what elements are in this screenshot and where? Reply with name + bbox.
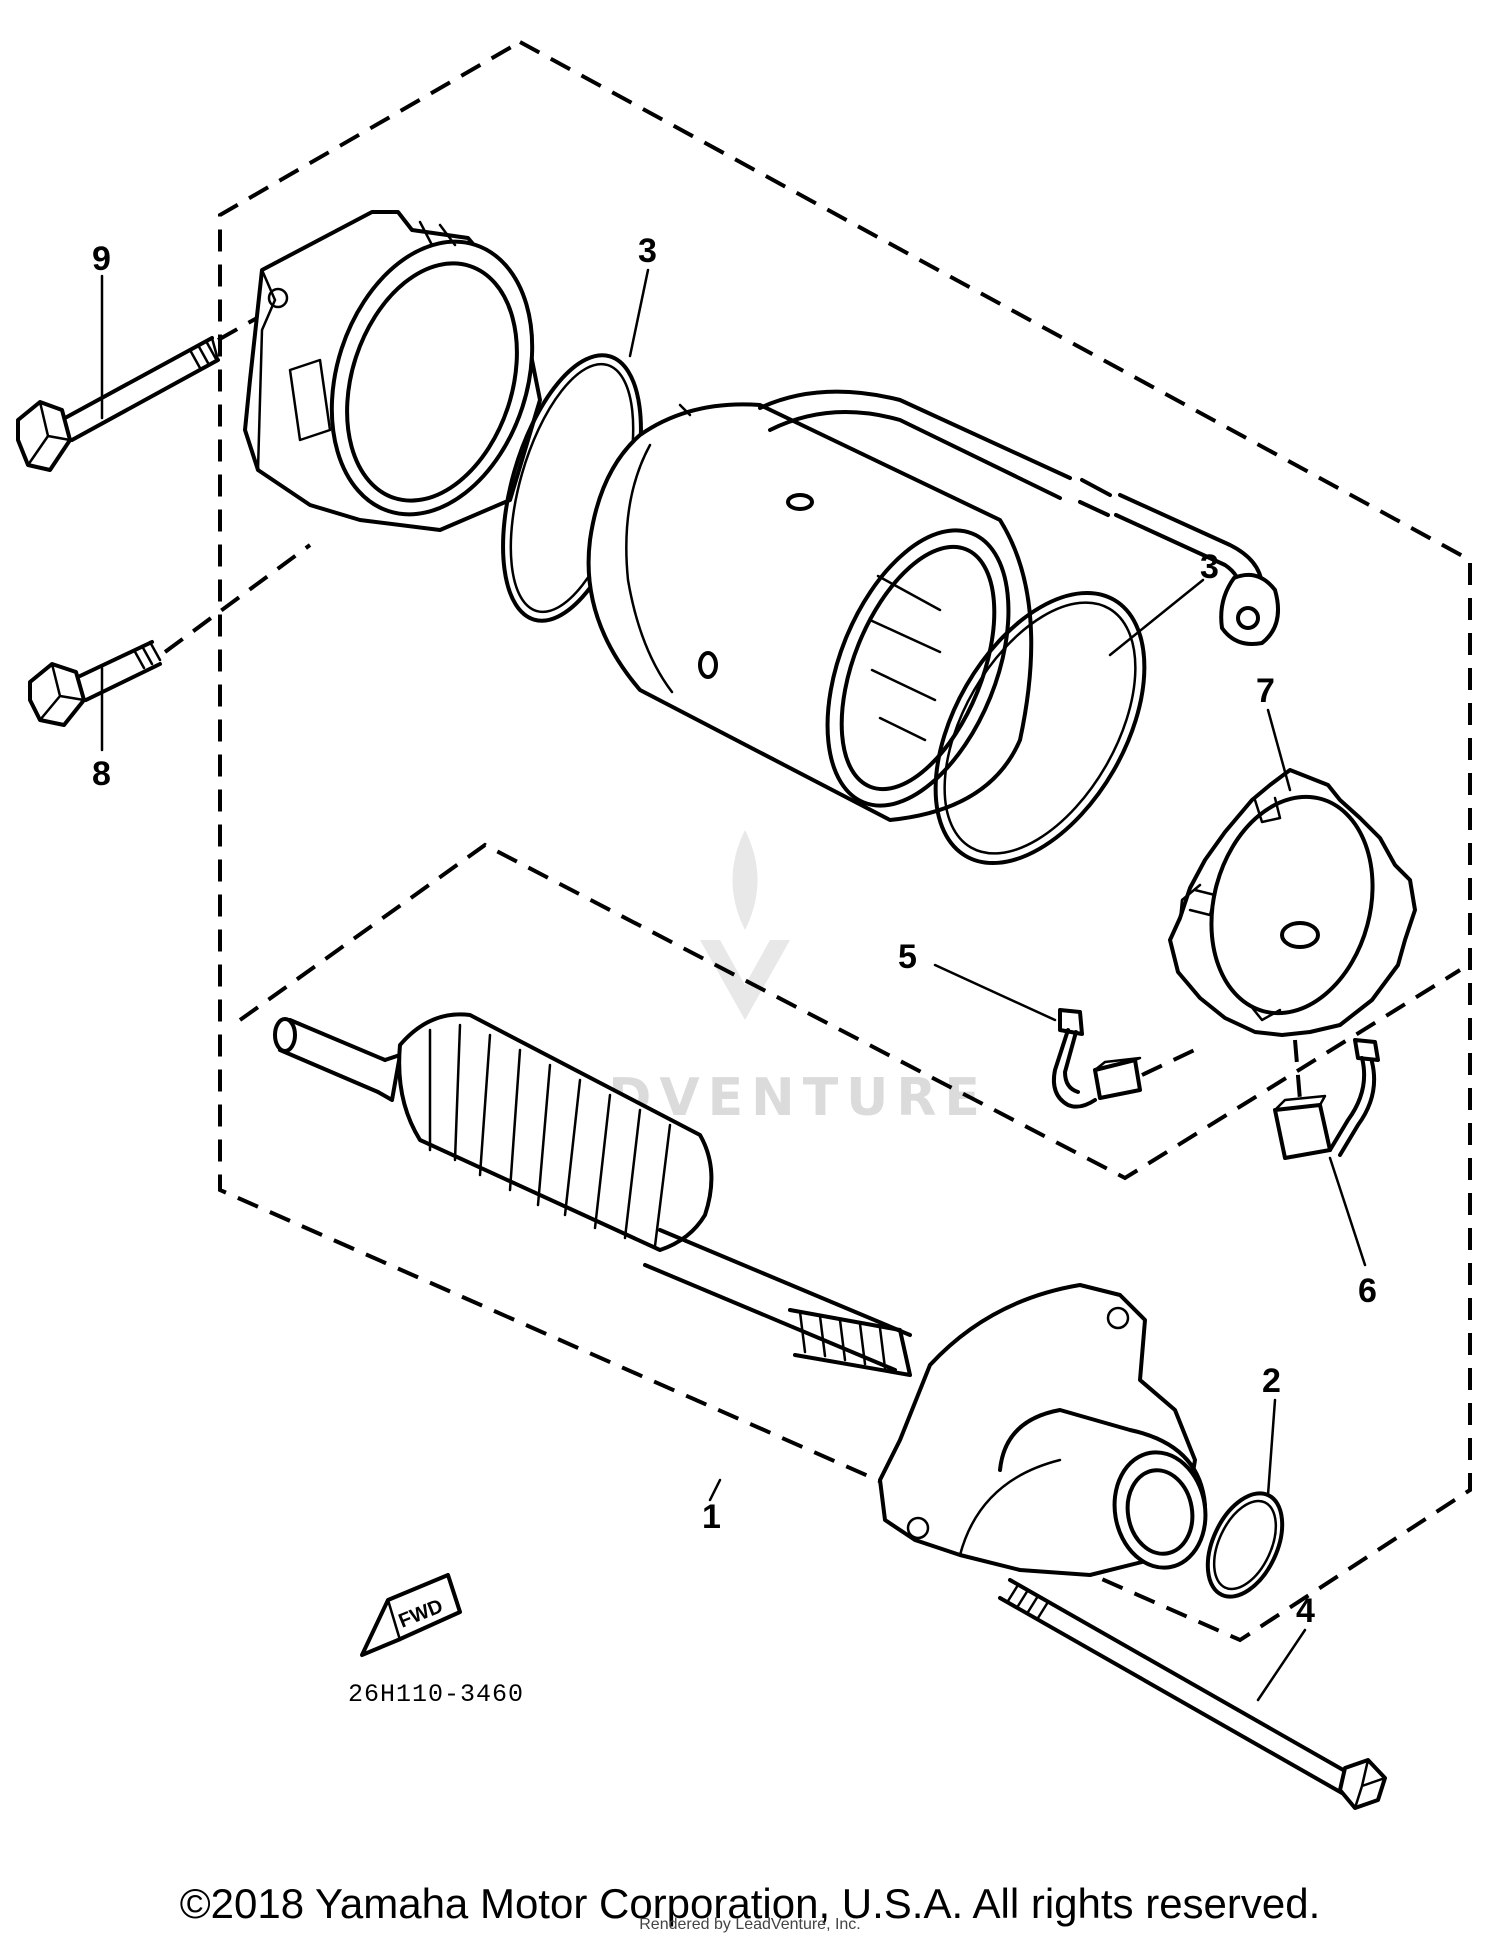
callout-9: 9 xyxy=(92,240,111,278)
diagram-part-code: 26H110-3460 xyxy=(348,1680,524,1709)
callout-4: 4 xyxy=(1296,1592,1315,1630)
yoke-body xyxy=(586,402,1034,822)
bolt-long xyxy=(16,336,220,472)
callout-5: 5 xyxy=(898,938,917,976)
fwd-arrow-icon: FWD xyxy=(360,1573,462,1657)
callout-numbers: 1 2 3 3 4 5 6 7 8 9 xyxy=(92,232,1377,1630)
through-bolt xyxy=(998,1578,1387,1810)
rear-end-cover xyxy=(243,210,542,532)
callout-8: 8 xyxy=(92,755,111,793)
o-ring-small xyxy=(1205,1491,1285,1599)
watermark: ADVENTURE xyxy=(560,830,980,1128)
brush-5 xyxy=(1051,1008,1142,1109)
callout-3-lower: 3 xyxy=(1200,548,1219,586)
callout-7: 7 xyxy=(1256,672,1275,710)
rendered-by-notice: Rendered by LeadVenture, Inc. xyxy=(639,1916,861,1933)
lead-wire xyxy=(758,389,1280,646)
copyright-notice: ©2018 Yamaha Motor Corporation, U.S.A. A… xyxy=(179,1880,1321,1927)
brush-holder-plate xyxy=(1168,768,1417,1037)
callout-leaders xyxy=(100,268,1367,1702)
assembly-boundary xyxy=(218,39,1472,1643)
callout-2: 2 xyxy=(1262,1362,1281,1400)
callout-3-upper: 3 xyxy=(638,232,657,270)
front-cover xyxy=(878,1283,1208,1577)
o-ring-lower xyxy=(933,590,1147,866)
armature-boundary xyxy=(238,842,1462,1181)
bolt-short xyxy=(28,640,162,727)
callout-1: 1 xyxy=(702,1498,721,1536)
armature xyxy=(273,1012,912,1377)
callout-6: 6 xyxy=(1358,1272,1377,1310)
brush-6 xyxy=(1273,1038,1380,1160)
